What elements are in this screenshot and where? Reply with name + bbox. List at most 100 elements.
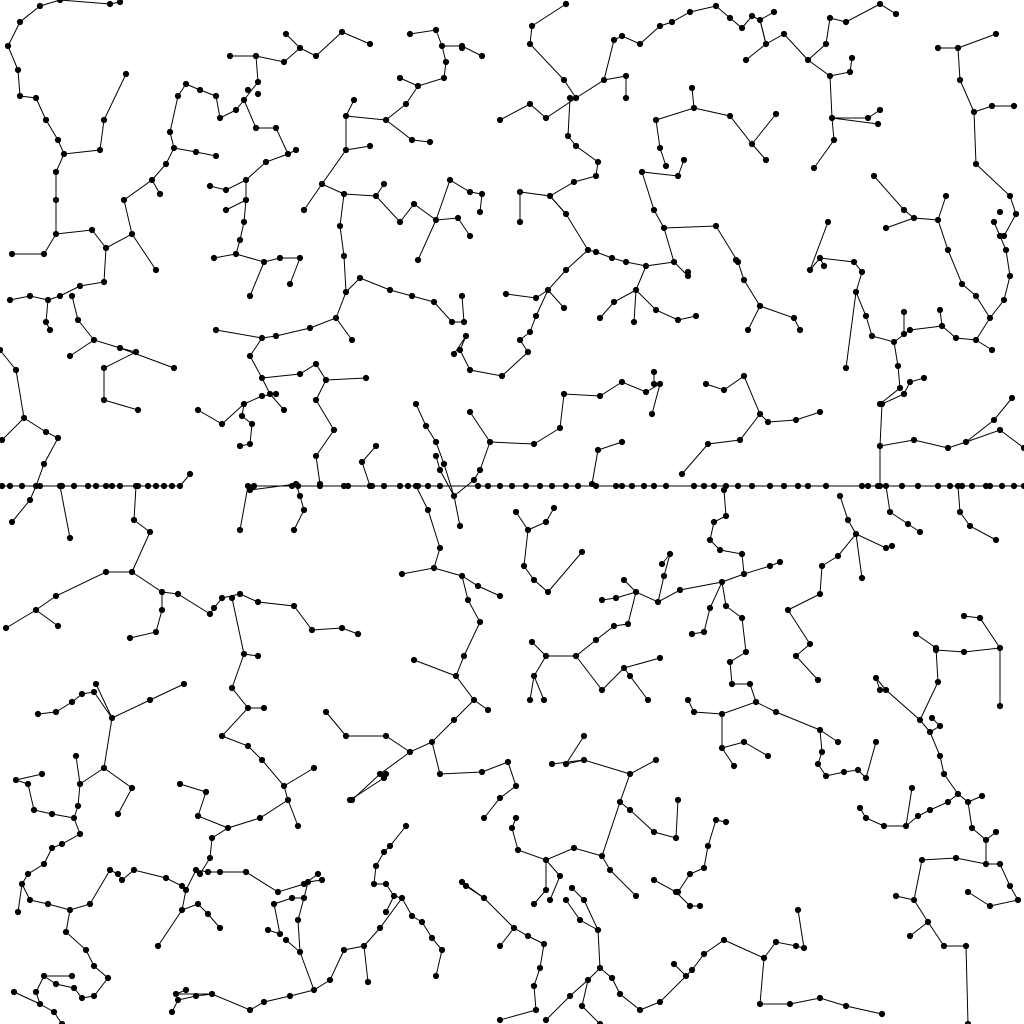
- node: [964, 798, 972, 806]
- node: [760, 954, 768, 962]
- node: [242, 868, 250, 876]
- node: [312, 396, 320, 404]
- node: [986, 314, 994, 322]
- node: [532, 1006, 540, 1014]
- node: [992, 828, 1000, 836]
- node: [630, 318, 638, 326]
- node: [532, 312, 540, 320]
- node: [864, 482, 872, 490]
- node: [516, 218, 524, 226]
- node: [806, 640, 814, 648]
- node: [690, 482, 698, 490]
- node: [424, 482, 432, 490]
- node: [574, 482, 582, 490]
- edge-path: [249, 337, 335, 485]
- node: [180, 680, 188, 688]
- node: [580, 732, 588, 740]
- node: [414, 482, 422, 490]
- node: [232, 250, 240, 258]
- node: [688, 966, 696, 974]
- node: [248, 420, 256, 428]
- node: [428, 934, 436, 942]
- node: [382, 908, 390, 916]
- node: [528, 638, 536, 646]
- node: [486, 438, 494, 446]
- node: [780, 30, 788, 38]
- node: [382, 732, 390, 740]
- node: [886, 508, 894, 516]
- node: [624, 620, 632, 628]
- node: [972, 292, 980, 300]
- node: [772, 708, 780, 716]
- node: [152, 628, 160, 636]
- node: [340, 252, 348, 260]
- node: [940, 942, 948, 950]
- node: [380, 774, 388, 782]
- node: [800, 944, 808, 952]
- node: [964, 888, 972, 896]
- node: [934, 678, 942, 686]
- node: [862, 312, 870, 320]
- node: [900, 206, 908, 214]
- node: [902, 822, 910, 830]
- node: [972, 336, 980, 344]
- node: [348, 336, 356, 344]
- node: [236, 442, 244, 450]
- node: [814, 676, 822, 684]
- node: [870, 172, 878, 180]
- node: [168, 1008, 176, 1016]
- node: [996, 702, 1004, 710]
- node: [764, 418, 772, 426]
- node: [218, 420, 226, 428]
- node: [1006, 192, 1014, 200]
- node: [600, 76, 608, 84]
- node: [968, 482, 976, 490]
- node: [418, 918, 426, 926]
- node: [566, 992, 574, 1000]
- node: [740, 372, 748, 380]
- node: [996, 644, 1004, 652]
- node: [274, 888, 282, 896]
- node: [656, 654, 664, 662]
- node: [740, 738, 748, 746]
- node: [958, 482, 966, 490]
- node: [542, 856, 550, 864]
- node: [44, 900, 52, 908]
- edge-path: [75, 755, 81, 785]
- node: [102, 244, 110, 252]
- node: [928, 714, 936, 722]
- node: [594, 446, 602, 454]
- node: [312, 452, 320, 460]
- node: [874, 482, 882, 490]
- node: [464, 596, 472, 604]
- node: [448, 318, 456, 326]
- node: [540, 696, 548, 704]
- node: [524, 348, 532, 356]
- node: [256, 814, 264, 822]
- node: [776, 558, 784, 566]
- node: [720, 936, 728, 944]
- node: [250, 482, 258, 490]
- node: [340, 190, 348, 198]
- node: [398, 894, 406, 902]
- node: [382, 116, 390, 124]
- node: [876, 106, 884, 114]
- node: [296, 254, 304, 262]
- node: [432, 438, 440, 446]
- node: [258, 334, 266, 342]
- node: [536, 964, 544, 972]
- edge-path: [691, 581, 723, 635]
- node: [766, 562, 774, 570]
- node: [24, 780, 32, 788]
- node: [30, 806, 38, 814]
- node: [466, 408, 474, 416]
- node: [548, 760, 556, 768]
- node: [128, 230, 136, 238]
- edge-path: [171, 993, 213, 1013]
- node: [690, 708, 698, 716]
- node: [450, 716, 458, 724]
- node: [318, 876, 326, 884]
- node: [862, 774, 870, 782]
- node: [436, 544, 444, 552]
